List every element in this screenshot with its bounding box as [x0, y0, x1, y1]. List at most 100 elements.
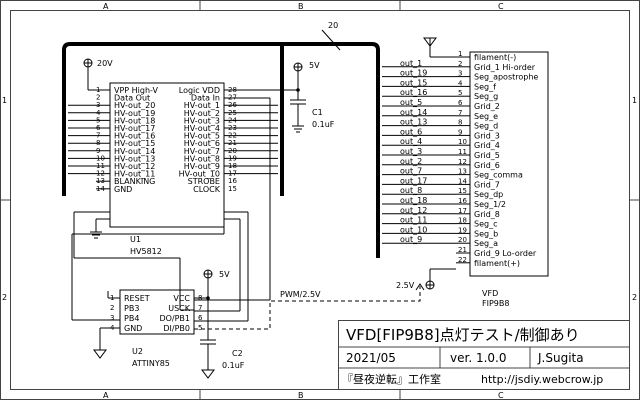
vfd-pin-number: 8 — [458, 119, 462, 127]
vfd-pin-number: 22 — [458, 256, 467, 264]
u2-right-pin-name: VCC — [173, 294, 190, 303]
vfd-pin-number: 15 — [458, 187, 467, 195]
vfd-net-label: out_4 — [400, 137, 422, 146]
frame-row-1-right: 1 — [632, 96, 637, 105]
vfd-pin-number: 18 — [458, 217, 467, 225]
power-5v-u2-label: 5V — [219, 270, 230, 279]
u2-left-pin-name: PB3 — [124, 304, 139, 313]
vfd-net-label: out_17 — [400, 176, 427, 185]
u1-part: HV5812 — [130, 247, 162, 256]
u2-right-pin-number: 5 — [198, 324, 202, 332]
u1-right-pin-name: HV-out_10 — [179, 170, 220, 179]
u1-left-pin-name: HV-out_18 — [114, 116, 155, 125]
frame-col-c-top: C — [498, 2, 504, 11]
u1-left-pin-number: 7 — [96, 132, 100, 140]
u1-right-pin-number: 20 — [228, 147, 237, 155]
u1-left-pin-name: BLANKING — [114, 177, 155, 186]
vfd-pin-name: filament(+) — [474, 259, 520, 268]
frame-col-a-bottom: A — [103, 391, 109, 400]
vfd-pin-number: 17 — [458, 207, 467, 215]
pwm-link: PWM/2.5V — [194, 283, 425, 330]
u1-left-pin-number: 5 — [96, 116, 100, 124]
u1-control-wiring — [73, 97, 271, 322]
frame-row-2-right: 2 — [632, 293, 637, 302]
title-studio: 『昼夜逆転』工作室 — [342, 372, 441, 386]
frame-col-a-top: A — [103, 2, 109, 11]
vfd-net-label: out_10 — [400, 225, 427, 234]
u1-left-pin-name: HV-out_16 — [114, 132, 155, 141]
u1-right-pin-name: HV-out_3 — [184, 116, 220, 125]
vfd-net-label: out_19 — [400, 69, 427, 78]
vfd-net-label: out_14 — [400, 108, 427, 117]
vfd-pin-number: 1 — [458, 50, 462, 58]
vfd-pin-name: Seg_e — [474, 112, 498, 121]
vfd-pin-number: 3 — [458, 70, 462, 78]
vfd-net-label: out_7 — [400, 167, 422, 176]
u1-right-pin-number: 17 — [228, 170, 237, 178]
u2-right-pin-name: USCK — [168, 304, 191, 313]
title-author: J.Sugita — [537, 351, 584, 365]
c1-value: 0.1uF — [312, 120, 335, 129]
vfd-pin-number: 5 — [458, 89, 462, 97]
vfd-pin-number: 4 — [458, 79, 463, 87]
vfd-pin-number: 19 — [458, 226, 467, 234]
u1-left-pin-name: HV-out_13 — [114, 154, 155, 163]
vfd-pin-name: Grid_4 — [474, 141, 500, 150]
c2-value: 0.1uF — [222, 361, 245, 370]
power-5v-c1: 5V C1 0.1uF — [224, 61, 335, 133]
u1-right-pin-name: HV-out_8 — [184, 154, 220, 163]
vfd-pin-number: 11 — [458, 148, 467, 156]
u1-right-pin-number: 21 — [228, 139, 237, 147]
title-text: VFD[FIP9B8]点灯テスト/制御あり — [346, 326, 580, 344]
u2-ref: U2 — [132, 347, 143, 356]
c2-ref: C2 — [232, 349, 243, 358]
u1-right-pin-number: 24 — [228, 116, 237, 124]
vfd-pin-number: 12 — [458, 158, 467, 166]
vfd-fip9b8: out_1out_19out_15out_16out_5out_14out_13… — [382, 50, 549, 308]
vfd-pin-name: Seg_comma — [474, 171, 523, 180]
vfd-pin-name: Seg_dp — [474, 190, 503, 199]
vfd-pin-name: Seg_d — [474, 122, 498, 131]
vfd-pin-number: 14 — [458, 177, 467, 185]
vfd-pin-name: Seg_g — [474, 92, 498, 101]
vfd-pin-number: 2 — [458, 60, 462, 68]
u1-right-pin-name: HV-out_4 — [184, 124, 220, 133]
u2-left-pin-number: 3 — [110, 314, 114, 322]
u1-right-pin-name: HV-out_1 — [184, 101, 220, 110]
u2-right-pin-number: 6 — [198, 314, 203, 322]
vfd-pin-number: 10 — [458, 138, 467, 146]
vfd-net-label: out_6 — [400, 127, 422, 136]
u1-left-pin-number: 12 — [96, 170, 105, 178]
title-version: ver. 1.0.0 — [450, 351, 506, 365]
u1-right-pin-number: 26 — [228, 101, 237, 109]
u2-left-pin-name: PB4 — [124, 314, 139, 323]
power-2-5v: 2.5V — [396, 268, 456, 290]
u1-right-pin-name: STROBE — [188, 177, 220, 186]
vfd-net-label: out_13 — [400, 118, 427, 127]
vfd-pin-name: filament(-) — [474, 53, 516, 62]
frame-row-1-left: 1 — [2, 96, 7, 105]
title-block: VFD[FIP9B8]点灯テスト/制御あり 2021/05 ver. 1.0.0… — [338, 320, 630, 390]
vfd-pin-number: 9 — [458, 128, 462, 136]
vfd-pin-number: 6 — [458, 99, 463, 107]
vfd-pin-name: Grid_9 Lo-order — [474, 249, 537, 258]
u1-ref: U1 — [130, 235, 141, 244]
u1-left-pin-number: 2 — [96, 94, 100, 102]
u1-left-pin-number: 14 — [96, 185, 105, 193]
vfd-pin-name: Grid_3 — [474, 131, 500, 140]
vfd-net-label: out_8 — [400, 186, 422, 195]
title-date: 2021/05 — [346, 351, 396, 365]
u1-left-pin-number: 6 — [96, 124, 101, 132]
u1-left-pin-name: HV-out_14 — [114, 147, 155, 156]
power-20v: 20V — [83, 58, 113, 91]
c1-ref: C1 — [312, 108, 323, 117]
u1-left-pin-number: 8 — [96, 139, 100, 147]
vfd-pin-number: 7 — [458, 109, 462, 117]
frame-col-c-bottom: C — [498, 391, 504, 400]
vfd-pin-name: Grid_7 — [474, 180, 500, 189]
u2-right-pin-name: DI/PB0 — [163, 324, 190, 333]
vfd-net-label: out_16 — [400, 88, 427, 97]
u1-right-pin-number: 16 — [228, 177, 237, 185]
